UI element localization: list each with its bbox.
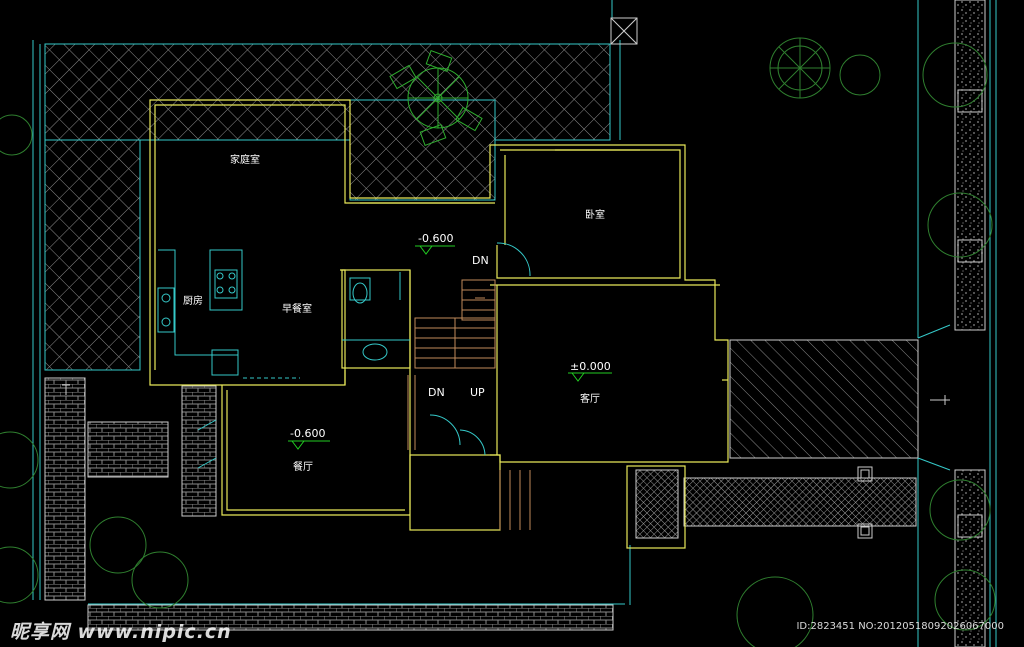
watermark-logo: 昵享网 www.nipic.cn — [10, 621, 232, 643]
label-bedroom: 卧室 — [585, 208, 605, 221]
label-breakfast-room: 早餐室 — [282, 302, 312, 315]
interior-fixtures — [157, 242, 531, 469]
east-outline — [917, 324, 951, 471]
corner-column-icon — [610, 17, 638, 45]
watermark-id: ID:2823451 NO:20120518092026067000 — [796, 621, 1004, 632]
elevation-markers — [288, 245, 612, 450]
brick-pad — [87, 421, 169, 478]
driveway-paving — [729, 339, 919, 459]
walkway-paving — [683, 477, 917, 527]
west-terrace-paving — [44, 139, 141, 371]
interior-walls — [149, 99, 729, 549]
label-kitchen: 厨房 — [183, 294, 203, 307]
center-terrace-paving — [349, 99, 496, 201]
entry-paving — [635, 469, 679, 539]
rear-terrace-paving — [44, 43, 611, 141]
site-outline — [32, 0, 997, 647]
brick-pier-dining — [181, 385, 217, 517]
elevation-upper-center: -0.600 — [418, 232, 453, 245]
label-living-room: 客厅 — [580, 392, 600, 405]
east-gravel-strip-south — [954, 469, 986, 647]
entry-posts — [857, 466, 873, 539]
brick-path-south — [87, 604, 614, 631]
brick-path-west — [44, 377, 86, 601]
tree-icons — [0, 37, 996, 647]
east-hedge-boxes — [957, 89, 983, 538]
label-dining-room: 餐厅 — [293, 460, 313, 473]
east-gravel-strip — [954, 0, 986, 331]
staircase — [407, 279, 531, 530]
patio-umbrella-icon — [389, 50, 483, 146]
label-family-room: 家庭室 — [230, 153, 260, 166]
stair-dn-left: DN — [428, 386, 445, 399]
elevation-living: ±0.000 — [570, 360, 611, 373]
stair-dn-top: DN — [472, 254, 489, 267]
stair-up: UP — [470, 386, 485, 399]
elevation-dining: -0.600 — [290, 427, 325, 440]
section-markers — [62, 384, 950, 405]
